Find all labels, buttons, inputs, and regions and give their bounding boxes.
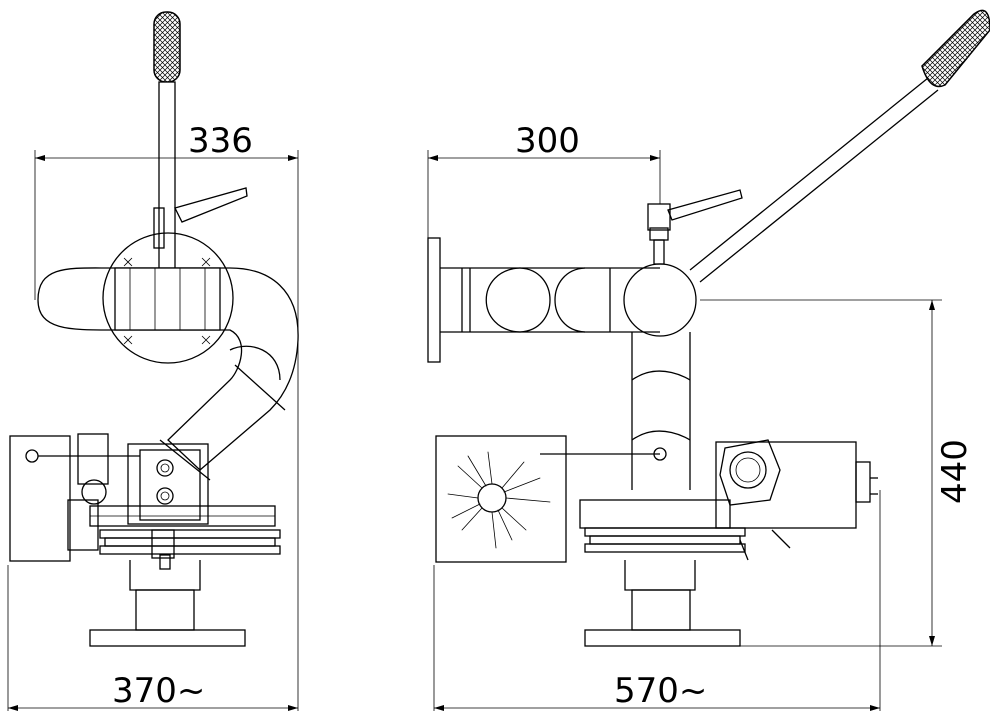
front-base-plate [89,629,246,647]
front-handle [153,11,181,283]
front-body-circle [102,232,234,364]
front-dimensions: 336 370~ [7,121,299,711]
side-flange [427,237,441,363]
side-overall-length-label: 570~ [614,671,707,711]
side-height-label: 440 [935,439,975,504]
side-gear-box [435,435,567,563]
front-view [9,11,299,647]
side-arm-length-label: 300 [515,121,580,161]
side-base-plate [584,629,741,647]
side-view [427,9,990,647]
front-lever [174,187,248,223]
front-side-box [9,435,71,562]
front-knob [81,479,107,505]
side-dimensions: 300 570~ 440 [427,121,975,711]
side-handle [689,9,990,283]
side-elbow [623,263,697,337]
front-width-label: 336 [188,121,253,161]
front-overall-width-label: 370~ [112,671,205,711]
